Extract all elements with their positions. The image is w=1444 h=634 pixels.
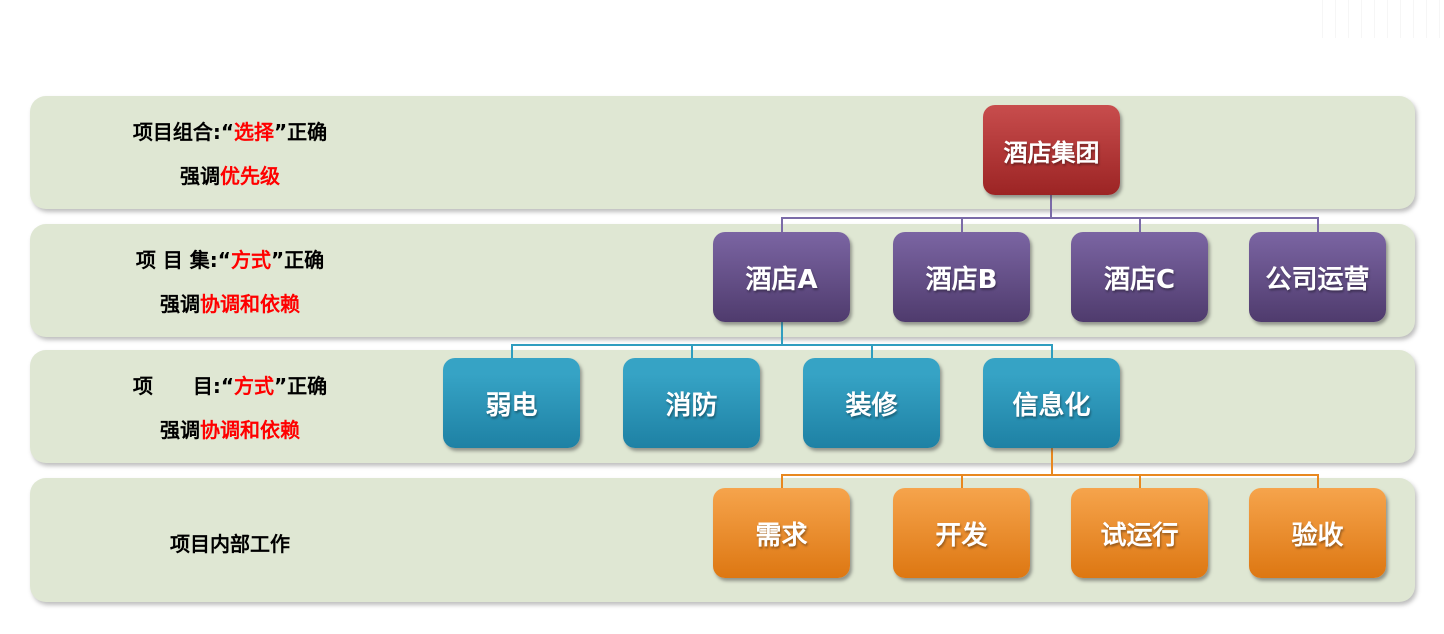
connector-l4-drop-1 [781, 474, 783, 490]
node-trial-run: 试运行 [1071, 488, 1208, 578]
connector-l2-drop-3 [1139, 217, 1141, 234]
connector-l3-drop-4 [1051, 344, 1053, 360]
connector-hotelA-stem [781, 322, 783, 346]
band-project-line1: 项 目:“方式”正确 [132, 374, 328, 398]
connector-l2-drop-1 [781, 217, 783, 234]
node-hotel-c: 酒店C [1071, 232, 1208, 322]
top-edge-artifact [1322, 0, 1440, 38]
connector-l3-drop-1 [511, 344, 513, 360]
band-portfolio-label: 项目组合:“选择”正确 强调优先级 [60, 96, 400, 209]
band-project-line2: 强调协调和依赖 [160, 418, 300, 442]
connector-l4-drop-2 [961, 474, 963, 490]
connector-l4-drop-3 [1139, 474, 1141, 490]
connector-root-stem [1050, 195, 1052, 218]
band-portfolio-line2: 强调优先级 [180, 164, 280, 188]
band-portfolio-line1: 项目组合:“选择”正确 [132, 120, 328, 144]
connector-l4-hline [781, 474, 1319, 476]
band-program-line2: 强调协调和依赖 [160, 292, 300, 316]
connector-l2-drop-2 [961, 217, 963, 234]
connector-info-stem [1051, 448, 1053, 475]
connector-l3-hline [511, 344, 1053, 346]
node-development: 开发 [893, 488, 1030, 578]
node-fire-protection: 消防 [623, 358, 760, 448]
connector-l3-drop-3 [871, 344, 873, 360]
band-internal-work-label: 项目内部工作 [60, 478, 400, 602]
band-program-line1: 项 目 集:“方式”正确 [135, 248, 325, 272]
connector-l3-drop-2 [691, 344, 693, 360]
band-internal-work-line1: 项目内部工作 [170, 532, 290, 556]
node-hotel-b: 酒店B [893, 232, 1030, 322]
node-weak-current: 弱电 [443, 358, 580, 448]
connector-l4-drop-4 [1317, 474, 1319, 490]
node-requirements: 需求 [713, 488, 850, 578]
node-acceptance: 验收 [1249, 488, 1386, 578]
node-company-ops: 公司运营 [1249, 232, 1386, 322]
band-project-label: 项 目:“方式”正确 强调协调和依赖 [60, 350, 400, 463]
node-informatization: 信息化 [983, 358, 1120, 448]
connector-l2-hline [781, 217, 1319, 219]
node-hotel-a: 酒店A [713, 232, 850, 322]
connector-l2-drop-4 [1317, 217, 1319, 234]
band-portfolio: 项目组合:“选择”正确 强调优先级 [30, 96, 1415, 209]
node-decoration: 装修 [803, 358, 940, 448]
band-program-label: 项 目 集:“方式”正确 强调协调和依赖 [60, 224, 400, 337]
node-hotel-group: 酒店集团 [983, 105, 1120, 195]
